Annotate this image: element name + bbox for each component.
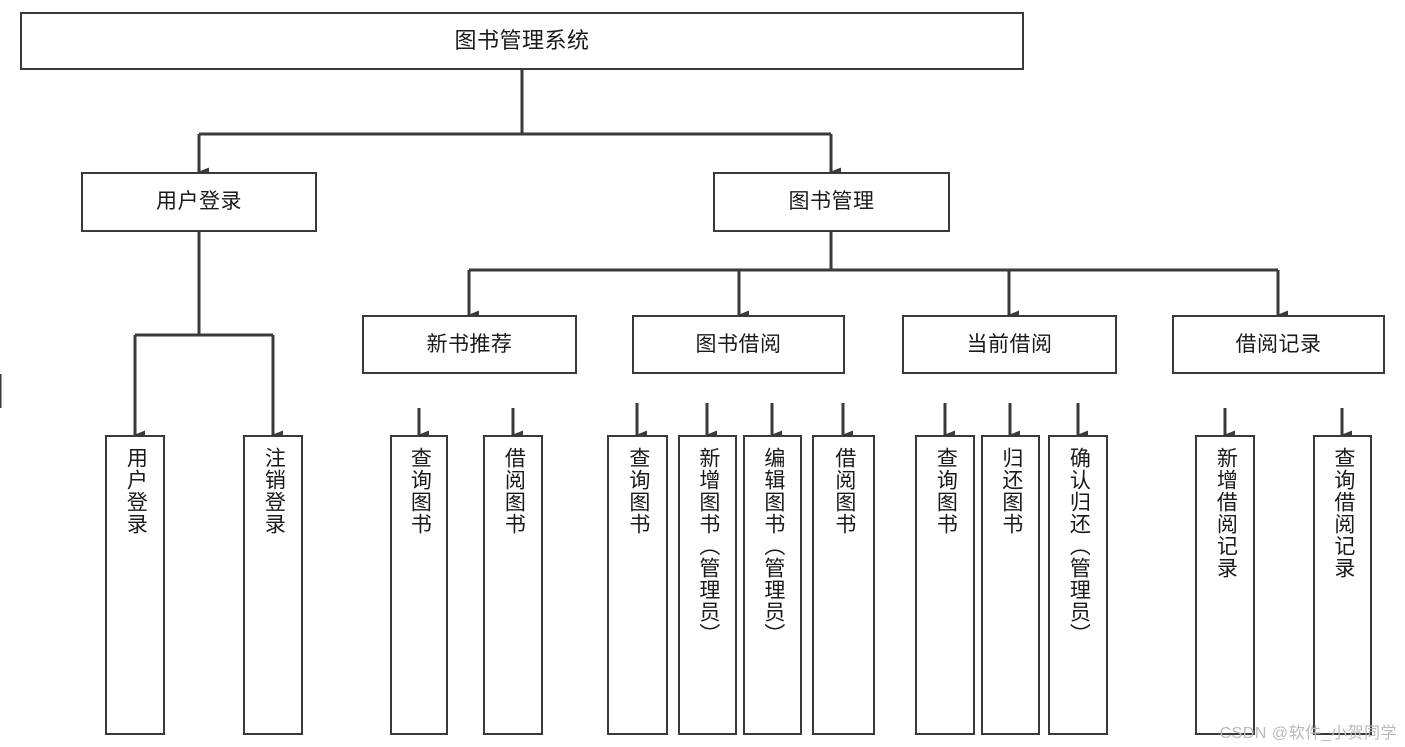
node-label: 当前借阅 [966,332,1053,356]
leaf-leaf-query-borrow-record[interactable]: 查询借阅记录 [1313,435,1372,735]
node-label: 查询借阅记录 [1331,447,1355,579]
node-label: 借阅图书 [502,447,526,535]
node-label: 编辑图书（管理员） [761,447,785,645]
leaf-leaf-return-book[interactable]: 归还图书 [981,435,1040,735]
node-label: 图书管理系统 [454,27,590,53]
node-root-book-management-system[interactable]: 图书管理系统 [20,12,1024,70]
leaf-leaf-query-book-borrow[interactable]: 查询图书 [607,435,668,735]
node-user-login[interactable]: 用户登录 [81,172,317,232]
node-label: 新增图书（管理员） [696,447,720,645]
leaf-leaf-logout-login[interactable]: 注销登录 [243,435,303,735]
leaf-leaf-query-book-rec[interactable]: 查询图书 [390,435,448,735]
node-label: 查询图书 [408,447,432,535]
node-label: 用户登录 [156,190,242,214]
node-label: 图书借阅 [695,332,782,356]
leaf-leaf-confirm-return[interactable]: 确认归还（管理员） [1048,435,1108,735]
node-book-borrow[interactable]: 图书借阅 [632,315,845,374]
node-new-book-recommend[interactable]: 新书推荐 [362,315,577,374]
csdn-watermark: CSDN @软件_小贺同学 [1219,725,1397,742]
node-label: 注销登录 [262,447,286,535]
node-label: 图书管理 [788,190,875,214]
node-label: 查询图书 [626,447,650,535]
leaf-leaf-user-login[interactable]: 用户登录 [105,435,165,735]
leaf-leaf-borrow-book[interactable]: 借阅图书 [812,435,875,735]
node-label: 新增借阅记录 [1214,447,1238,579]
node-label: 新书推荐 [426,332,513,356]
node-book-manage[interactable]: 图书管理 [713,172,950,232]
leaf-leaf-edit-book-admin[interactable]: 编辑图书（管理员） [743,435,802,735]
leaf-leaf-borrow-book-rec[interactable]: 借阅图书 [483,435,543,735]
leaf-leaf-query-book-current[interactable]: 查询图书 [915,435,975,735]
node-label: 借阅图书 [832,447,856,535]
node-label: 确认归还（管理员） [1067,447,1091,645]
node-label: 用户登录 [124,447,148,535]
leaf-leaf-add-book-admin[interactable]: 新增图书（管理员） [678,435,737,735]
leaf-leaf-add-borrow-record[interactable]: 新增借阅记录 [1195,435,1255,735]
edge-group [0,70,1352,440]
node-borrow-record[interactable]: 借阅记录 [1172,315,1385,374]
node-current-borrow[interactable]: 当前借阅 [902,315,1117,374]
node-label: 借阅记录 [1235,332,1322,356]
node-label: 归还图书 [999,447,1023,535]
node-label: 查询图书 [934,447,958,535]
